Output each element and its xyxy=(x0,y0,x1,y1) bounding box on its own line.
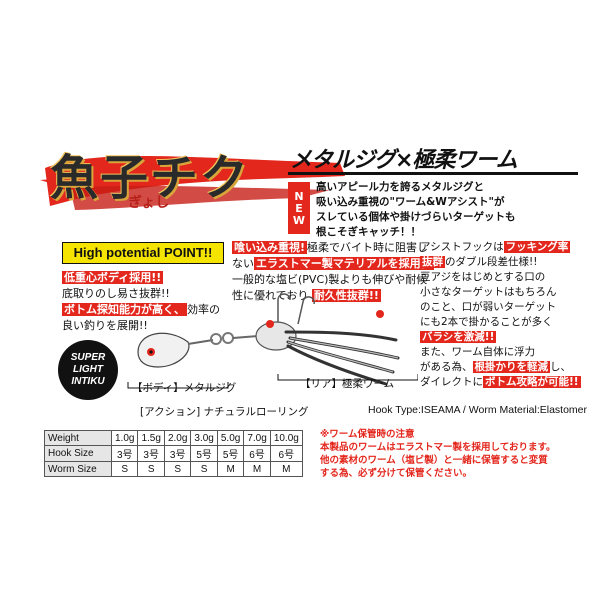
caution-line: 本製品のワームはエラストマー製を採用しております。 xyxy=(320,442,556,453)
feature-tag: バラシを激減!! xyxy=(420,331,497,343)
hook-type-label: Hook Type:ISEAMA / Worm Material:Elastom… xyxy=(368,404,588,416)
feature-text: のこと、口が弱いターゲット xyxy=(420,301,557,313)
table-cell: 1.5g xyxy=(137,430,165,446)
feature-text: のダブル段差仕様!! xyxy=(445,256,538,268)
intro-line: 吸い込み重視の"ワーム&Wアシスト"が xyxy=(316,196,505,208)
left-feature-notes: 低重心ボディ採用!! 底取りのし易さ抜群!! ボトム探知能力が高く、効率の 良い… xyxy=(62,270,242,334)
feature-tag: フッキング率 xyxy=(503,241,571,253)
right-feature-notes: アシストフックはフッキング率 抜群のダブル段差仕様!! 豆アジをはじめとする口の… xyxy=(420,240,595,390)
table-cell: 5.0g xyxy=(216,430,245,446)
table-cell: 3号 xyxy=(163,445,192,462)
table-cell: 3号 xyxy=(110,445,139,462)
intro-line: 高いアピール力を誇るメタルジグと xyxy=(316,181,484,193)
feature-text: また、ワーム自体に浮力 xyxy=(420,346,536,358)
feature-tag: エラストマー製マテリアルを採用。 xyxy=(254,257,434,270)
table-cell: 7.0g xyxy=(243,430,271,446)
badge-line: INTIKU xyxy=(71,376,105,387)
caution-line: 他の素材のワーム（塩ビ製）と一緒に保管すると変質 xyxy=(320,455,548,466)
center-feature-notes: 喰い込み重視!極柔でバイト時に阻害し ないエラストマー製マテリアルを採用。 一般… xyxy=(232,240,437,304)
table-cell: 3号 xyxy=(137,445,165,462)
tagline: メタルジグ×極柔ワーム xyxy=(290,148,518,173)
table-cell: M xyxy=(269,461,303,477)
feature-text: 一般的な塩ビ(PVC)製よりも伸びや耐候 xyxy=(232,273,428,286)
logo-ruby-reading: ぎょし xyxy=(128,195,170,211)
high-potential-banner: High potential POINT!! xyxy=(62,242,224,264)
feature-tag: 低重心ボディ採用!! xyxy=(62,271,164,284)
product-logo: 魚子チク xyxy=(50,150,251,206)
table-cell: M xyxy=(216,461,245,477)
table-cell: 10.0g xyxy=(269,430,303,446)
table-cell: 2.0g xyxy=(163,430,192,446)
table-row: Weight 1.0g 1.5g 2.0g 3.0g 5.0g 7.0g 10.… xyxy=(44,430,303,446)
feature-text: アシストフックは xyxy=(420,241,504,253)
table-cell: 3.0g xyxy=(190,430,218,446)
feature-tag: 根掛かりを軽減 xyxy=(472,361,550,373)
feature-text: 小さなターゲットはもちろん xyxy=(420,286,557,298)
table-cell: S xyxy=(163,461,192,477)
feature-text: ない xyxy=(232,257,254,270)
table-cell: S xyxy=(137,461,165,477)
intro-text: 高いアピール力を誇るメタルジグと 吸い込み重視の"ワーム&Wアシスト"が スレて… xyxy=(316,180,586,240)
table-row: Hook Size 3号 3号 3号 5号 5号 6号 6号 xyxy=(44,445,303,462)
feature-text: 効率の xyxy=(187,303,220,316)
super-light-intiku-badge: SUPER LIGHT INTIKU xyxy=(58,340,118,400)
feature-tag: 抜群 xyxy=(420,256,445,268)
feature-tag: 耐久性抜群!! xyxy=(311,289,381,302)
feature-tag: 喰い込み重視! xyxy=(232,241,308,254)
table-cell: S xyxy=(110,461,139,477)
body-label: 【ボディ】メタルジグ xyxy=(132,382,237,394)
brush-stroke-graphic xyxy=(40,156,345,210)
caution-title: ※ワーム保管時の注意 xyxy=(320,429,415,440)
caution-line: する為、必ず分けて保管ください。 xyxy=(320,468,473,479)
feature-text: 豆アジをはじめとする口の xyxy=(420,271,546,283)
row-header: Weight xyxy=(44,430,112,446)
new-badge: NEW xyxy=(288,182,310,234)
table-cell: 6号 xyxy=(269,445,303,462)
table-row: Worm Size S S S S M M M xyxy=(44,461,303,477)
feature-text: し、 xyxy=(550,361,571,373)
rear-label: 【リア】極柔ワーム xyxy=(300,378,395,390)
feature-tag: ボトム探知能力が高く、 xyxy=(62,303,187,316)
feature-text: がある為、 xyxy=(420,361,473,373)
table-cell: 1.0g xyxy=(110,430,139,446)
table-cell: M xyxy=(243,461,271,477)
spec-table: Weight 1.0g 1.5g 2.0g 3.0g 5.0g 7.0g 10.… xyxy=(44,430,303,477)
table-cell: S xyxy=(190,461,218,477)
action-label: [アクション] ナチュラルローリング xyxy=(140,406,309,418)
table-cell: 5号 xyxy=(216,445,245,462)
row-header: Worm Size xyxy=(44,461,112,477)
feature-text: 底取りのし易さ抜群!! xyxy=(62,287,170,300)
intro-line: 根こそぎキャッチ！！ xyxy=(316,226,421,238)
badge-line: LIGHT xyxy=(73,364,103,375)
badge-line: SUPER xyxy=(70,352,106,363)
feature-text: ダイレクトに xyxy=(420,376,483,388)
storage-caution-note: ※ワーム保管時の注意 本製品のワームはエラストマー製を採用しております。 他の素… xyxy=(320,428,590,480)
feature-text: 極柔でバイト時に阻害し xyxy=(307,241,429,254)
tagline-underline xyxy=(288,172,578,175)
feature-text: にも2本で掛かることが多く xyxy=(420,316,553,328)
table-cell: 6号 xyxy=(243,445,271,462)
feature-text: 良い釣りを展開!! xyxy=(62,319,148,332)
feature-tag: ボトム攻略が可能!! xyxy=(483,376,581,388)
row-header: Hook Size xyxy=(44,445,112,462)
intro-line: スレている個体や掛けづらいターゲットも xyxy=(316,211,516,223)
lure-illustration xyxy=(127,293,418,389)
table-cell: 5号 xyxy=(190,445,218,462)
